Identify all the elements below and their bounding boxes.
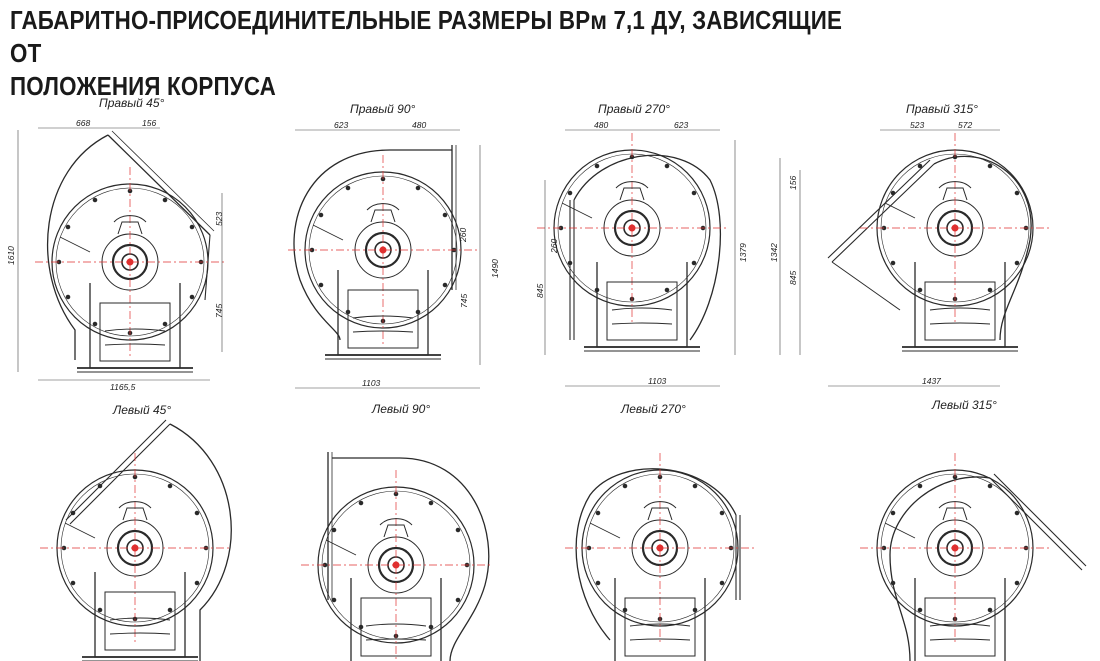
title-line-2: ПОЛОЖЕНИЯ КОРПУСА xyxy=(10,71,276,101)
dim-p315-top-left: 523 xyxy=(910,120,924,130)
dim-p45-height: 1610 xyxy=(6,246,16,265)
view-left-45: Левый 45° xyxy=(38,403,232,661)
dim-p270-top-right: 623 xyxy=(674,120,688,130)
dim-p90-height: 1490 xyxy=(490,259,500,278)
caption-left-90: Левый 90° xyxy=(371,402,430,416)
dim-p45-width: 1165,5 xyxy=(110,382,136,392)
dim-p270-width: 1103 xyxy=(648,376,667,386)
view-right-45: Правый 45° 668 156 1610 523 745 1165,5 xyxy=(6,96,227,392)
dim-p270-outlet: 260 xyxy=(549,239,559,254)
dim-p270-lower: 845 xyxy=(535,284,545,298)
dim-p315-height: 1342 xyxy=(769,243,779,262)
view-right-90: Правый 90° 623 480 260 1490 745 1103 xyxy=(286,102,500,389)
dim-p90-outlet: 260 xyxy=(458,228,468,243)
dim-p90-lower: 745 xyxy=(459,294,469,308)
dim-p45-right-lower: 745 xyxy=(214,304,224,318)
dim-p315-width: 1437 xyxy=(922,376,941,386)
dim-p45-top-left: 668 xyxy=(76,118,90,128)
dim-p90-width: 1103 xyxy=(362,378,381,388)
dim-p315-lower: 845 xyxy=(788,271,798,285)
view-right-315: Правый 315° 523 572 156 1342 845 1437 xyxy=(769,102,1052,387)
caption-left-270: Левый 270° xyxy=(620,402,686,416)
dim-p90-top-left: 623 xyxy=(334,120,348,130)
dim-p90-top-right: 480 xyxy=(412,120,426,130)
view-right-270: Правый 270° 480 623 260 845 1379 1103 xyxy=(535,102,748,387)
view-left-270: Левый 270° xyxy=(563,402,757,661)
dim-p45-top-right: 156 xyxy=(142,118,156,128)
dim-p315-top-right: 572 xyxy=(958,120,972,130)
dim-p270-height: 1379 xyxy=(738,243,748,262)
caption-left-45: Левый 45° xyxy=(112,403,171,417)
title-line-1: ГАБАРИТНО-ПРИСОЕДИНИТЕЛЬНЫЕ РАЗМЕРЫ ВРм … xyxy=(10,5,843,68)
view-left-90: Левый 90° xyxy=(299,402,493,661)
caption-right-270: Правый 270° xyxy=(598,102,670,116)
caption-right-90: Правый 90° xyxy=(350,102,415,116)
caption-right-315: Правый 315° xyxy=(906,102,978,116)
dim-p315-small: 156 xyxy=(788,176,798,190)
dim-p45-right-upper: 523 xyxy=(214,212,224,226)
dim-p270-top-left: 480 xyxy=(594,120,608,130)
caption-left-315: Левый 315° xyxy=(931,398,997,412)
view-left-315: Левый 315° xyxy=(858,398,1087,661)
page-title: ГАБАРИТНО-ПРИСОЕДИНИТЕЛЬНЫЕ РАЗМЕРЫ ВРм … xyxy=(10,4,870,103)
caption-right-45: Правый 45° xyxy=(99,96,164,110)
